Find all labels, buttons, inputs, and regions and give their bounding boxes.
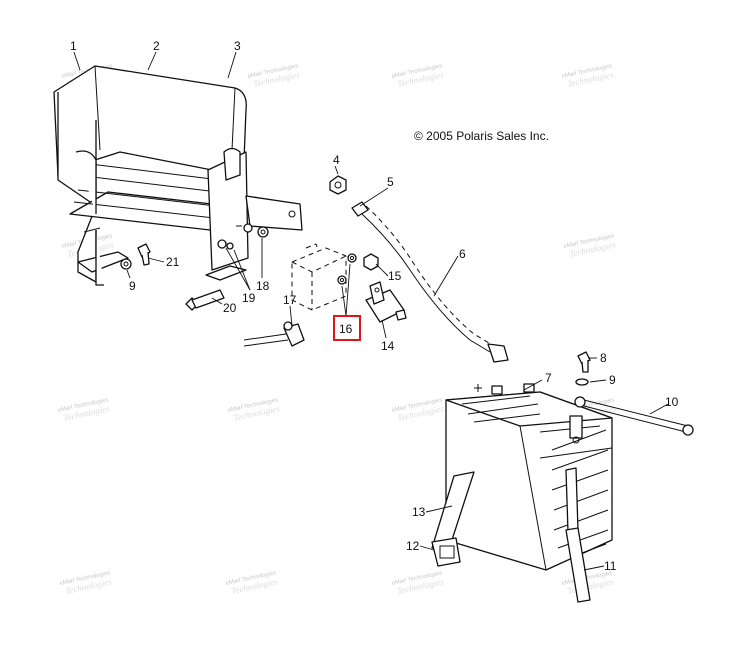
copyright-notice: © 2005 Polaris Sales Inc. — [414, 129, 549, 143]
callout-6: 6 — [459, 247, 466, 261]
cable-17 — [243, 321, 305, 347]
callout-21: 21 — [166, 255, 180, 269]
leader-lines — [73, 51, 669, 571]
highlight-box-16[interactable] — [333, 315, 361, 341]
callout-4: 4 — [333, 153, 340, 167]
callout-19: 19 — [242, 291, 256, 305]
callout-16: 16 — [339, 322, 353, 336]
callout-3: 3 — [234, 39, 241, 53]
callout-8: 8 — [600, 351, 607, 365]
hardware-left — [120, 175, 347, 311]
callout-17: 17 — [283, 293, 297, 307]
callout-5: 5 — [387, 175, 394, 189]
callout-14: 14 — [381, 339, 395, 353]
callout-15: 15 — [388, 269, 402, 283]
callout-2: 2 — [153, 39, 160, 53]
callout-20: 20 — [223, 301, 237, 315]
callout-9-left: 9 — [129, 279, 136, 293]
callout-9: 9 — [609, 373, 616, 387]
callout-12: 12 — [406, 539, 420, 553]
callout-10: 10 — [665, 395, 679, 409]
callout-13: 13 — [412, 505, 426, 519]
cable-6 — [351, 201, 509, 363]
callout-1: 1 — [70, 39, 77, 53]
callouts: 1 2 3 4 5 6 7 8 9 10 11 12 13 14 15 16 1… — [70, 39, 679, 573]
solenoid-block — [291, 243, 407, 323]
battery-straps — [431, 467, 591, 603]
battery-hardware — [574, 351, 694, 436]
callout-18: 18 — [256, 279, 270, 293]
battery-box — [53, 65, 303, 286]
callout-7: 7 — [545, 371, 552, 385]
callout-11: 11 — [604, 559, 617, 573]
